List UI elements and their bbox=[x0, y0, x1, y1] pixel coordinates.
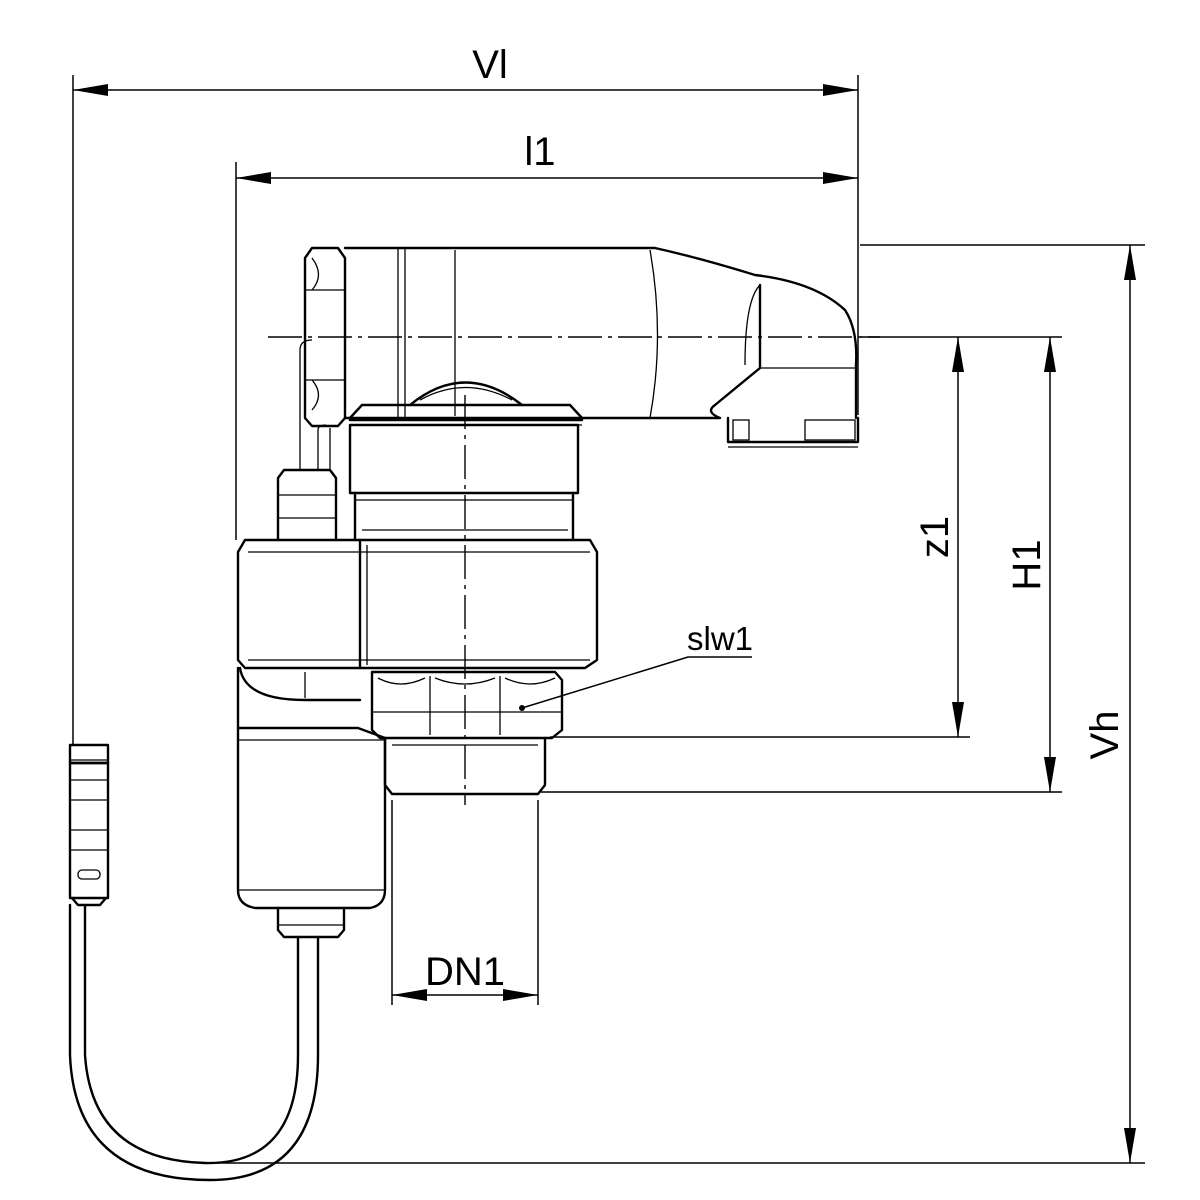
dim-label-vh: Vh bbox=[1083, 711, 1127, 760]
dim-label-vl: Vl bbox=[472, 43, 508, 87]
dim-label-h1: H1 bbox=[1005, 539, 1049, 590]
sensor-housing bbox=[236, 666, 387, 939]
cable-plug bbox=[68, 743, 110, 907]
dim-label-slw1: slw1 bbox=[687, 620, 753, 657]
dim-label-l1: l1 bbox=[524, 130, 555, 174]
cable bbox=[68, 903, 320, 1182]
dim-label-z1: z1 bbox=[913, 516, 957, 558]
union-nut bbox=[236, 538, 599, 702]
actuator-body bbox=[303, 246, 860, 448]
center-lines bbox=[268, 336, 880, 805]
hex-slw1 bbox=[370, 670, 564, 740]
valve-neck bbox=[348, 403, 584, 542]
dimension-arrows bbox=[73, 84, 1136, 1163]
dimension-lines bbox=[72, 75, 1145, 1164]
dim-label-dn1: DN1 bbox=[425, 950, 505, 994]
air-fitting bbox=[276, 339, 338, 542]
